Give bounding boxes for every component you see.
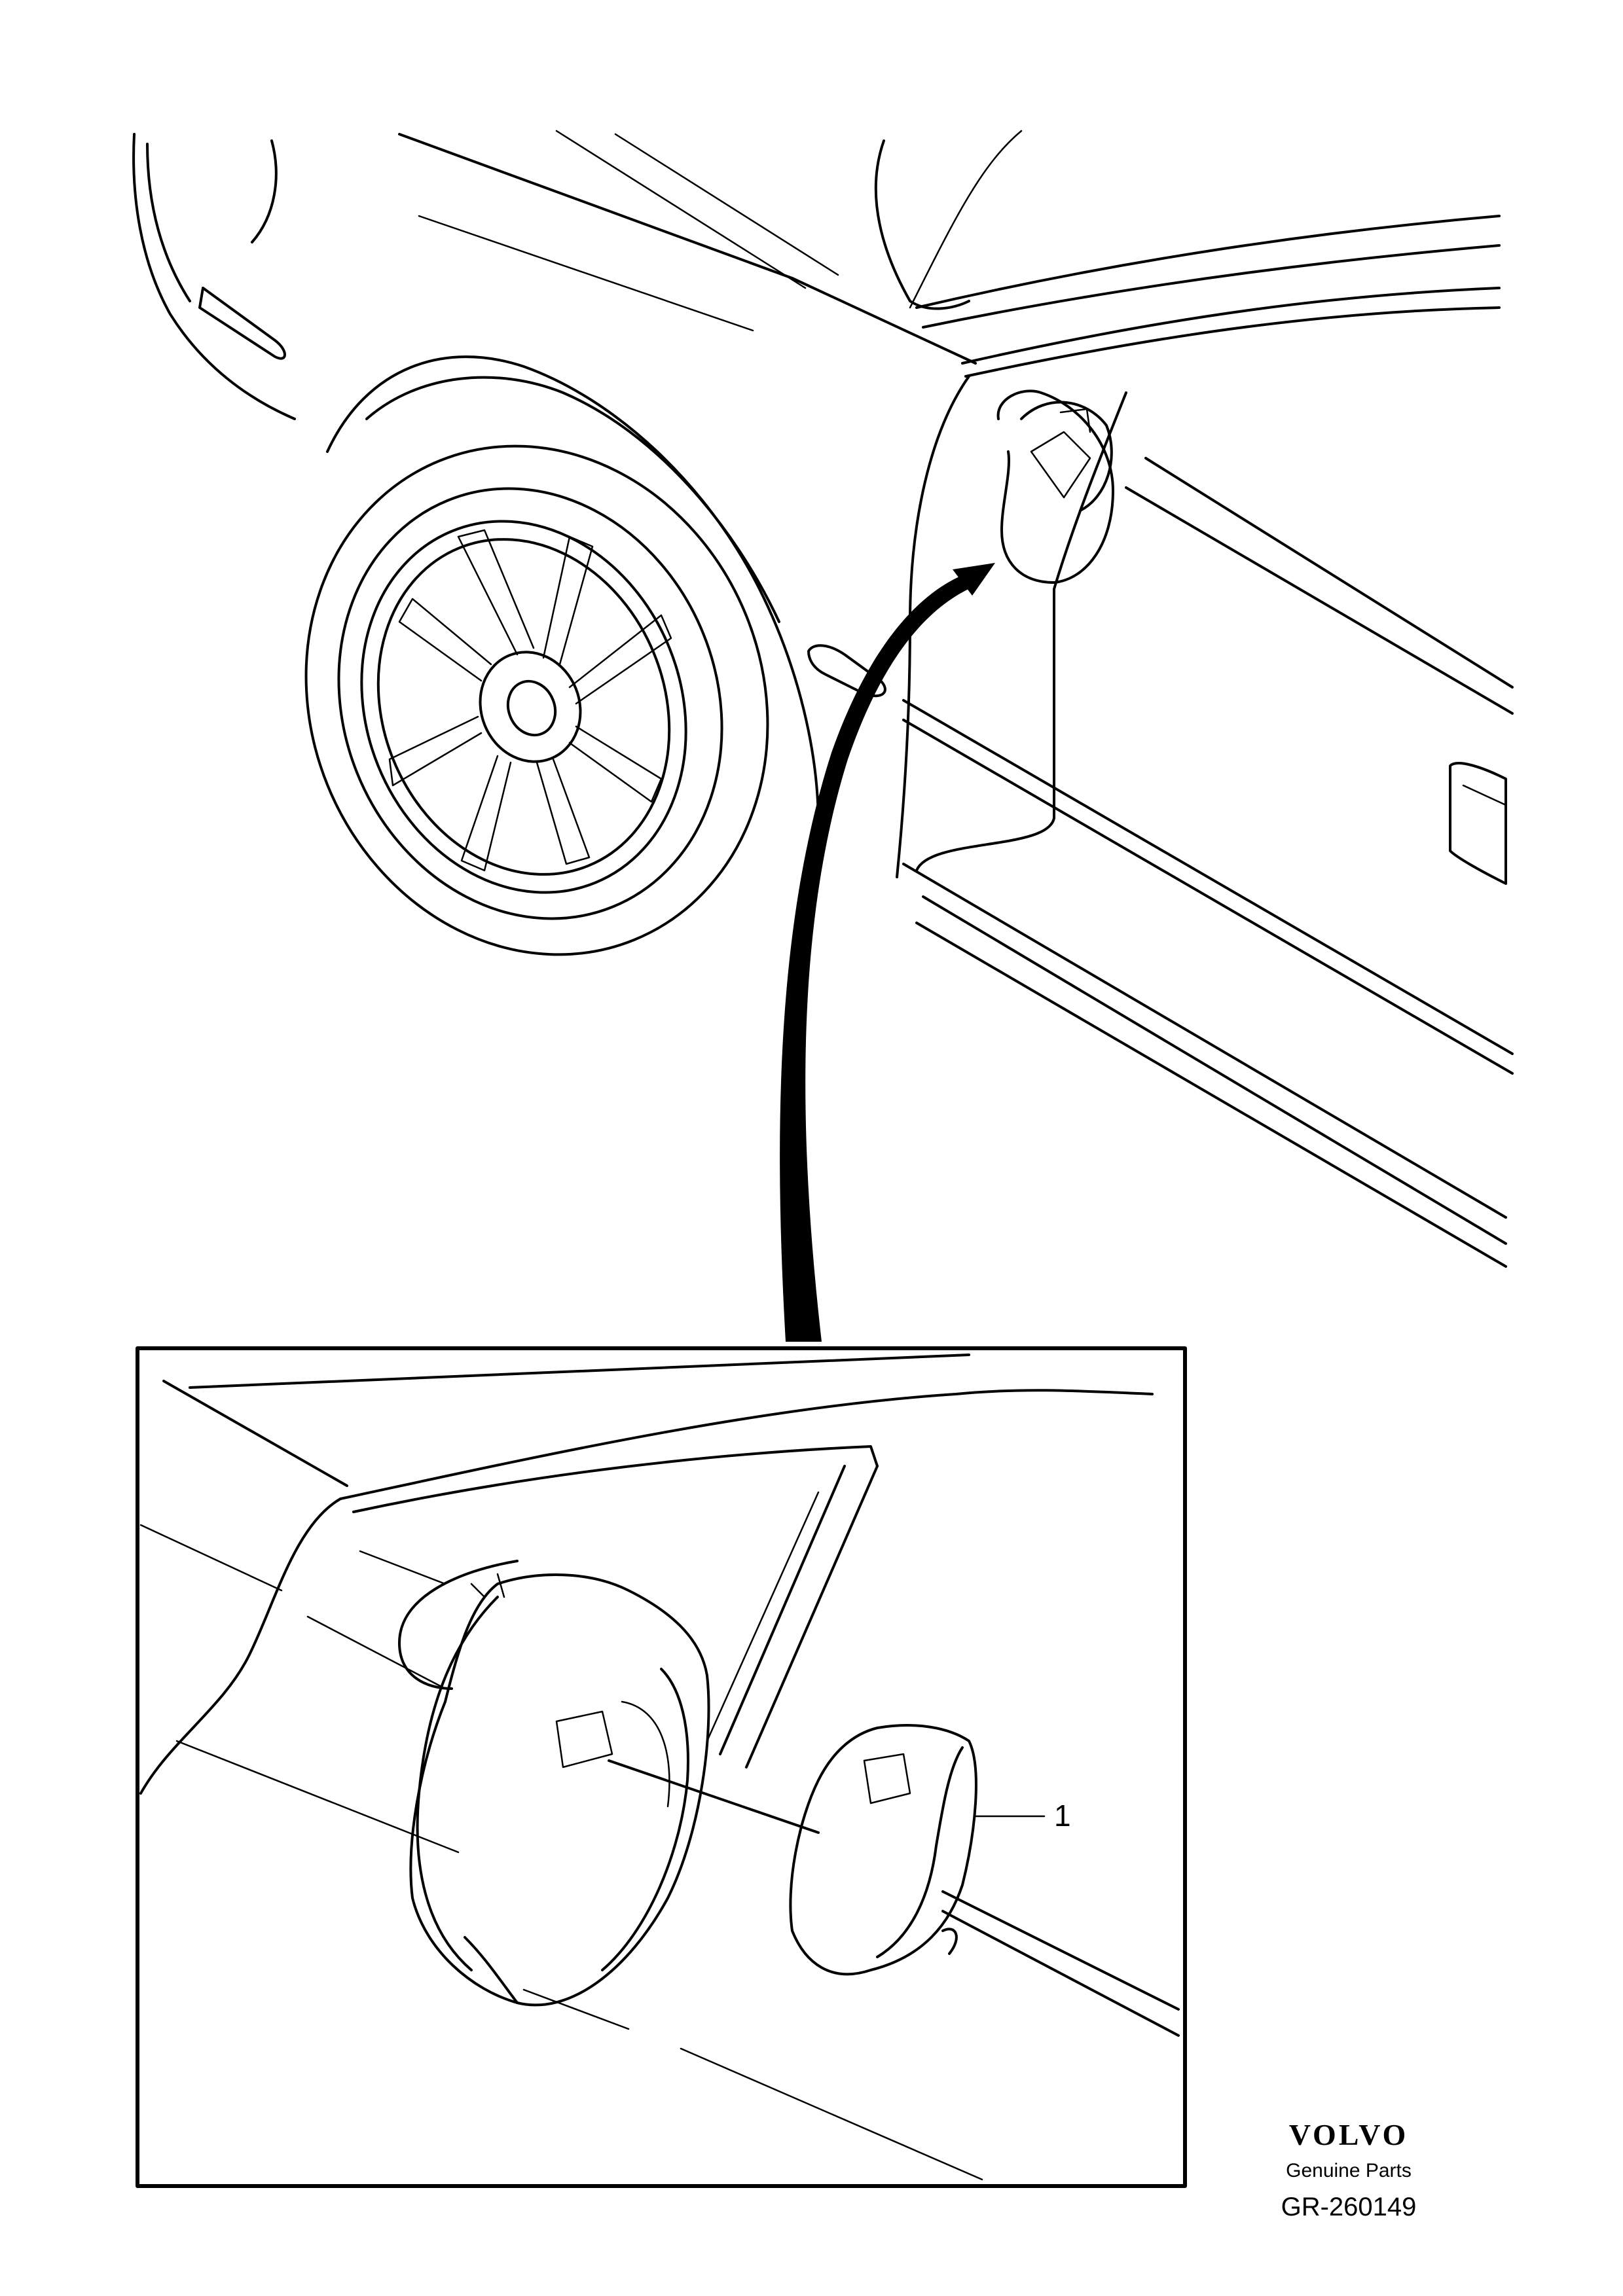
inset-belt-line-2 bbox=[352, 1445, 879, 1513]
inset-window-line bbox=[162, 1380, 348, 1487]
inset-sill-line bbox=[680, 2047, 983, 2181]
wheel-arch-inner bbox=[365, 376, 780, 623]
inset-sill-line-2 bbox=[522, 1988, 630, 2030]
door-mirror-small bbox=[996, 389, 1114, 584]
inset-fender-curve bbox=[139, 1498, 342, 1795]
door-crease bbox=[902, 699, 1514, 1055]
inset-frame bbox=[136, 1346, 1187, 2188]
volvo-wordmark-icon: VOLVO bbox=[1288, 2118, 1409, 2151]
hood-crease bbox=[555, 130, 807, 289]
inset-door-line-2 bbox=[941, 1910, 1180, 2037]
wheel-hub bbox=[479, 651, 582, 763]
door-front-edge bbox=[915, 391, 1127, 872]
door-body-line-2 bbox=[1125, 486, 1514, 715]
belt-line-lower bbox=[964, 306, 1501, 378]
windshield-edge bbox=[909, 130, 1023, 309]
inset-pillar-3 bbox=[706, 1491, 820, 1742]
tyre-inner bbox=[337, 487, 723, 920]
bumper-edge bbox=[146, 143, 191, 302]
rim-inner bbox=[376, 538, 671, 876]
inset-crease-3 bbox=[175, 1740, 460, 1854]
detail-inset: 1 bbox=[136, 1346, 1187, 2188]
mirror-base-mark bbox=[470, 1573, 505, 1598]
rim-spokes bbox=[388, 529, 672, 872]
hub-cap bbox=[506, 679, 557, 737]
inset-pillar bbox=[719, 1465, 846, 1755]
alignment-line bbox=[608, 1759, 820, 1834]
window-sill bbox=[922, 244, 1501, 329]
inset-belt-line bbox=[339, 1389, 1154, 1500]
tagline: Genuine Parts bbox=[1286, 2160, 1412, 2181]
rim-outer bbox=[360, 520, 687, 894]
sill-upper bbox=[902, 863, 1507, 1219]
inset-crease-1 bbox=[139, 1524, 283, 1592]
detail-arrow bbox=[780, 563, 995, 1342]
door-handle-inner bbox=[1462, 784, 1507, 806]
inset-crease-4 bbox=[359, 1550, 447, 1585]
inset-pillar-2 bbox=[745, 1465, 879, 1768]
arrow-head bbox=[953, 563, 995, 596]
sill-lower bbox=[922, 895, 1507, 1245]
belt-line bbox=[961, 287, 1501, 365]
mirror-base bbox=[398, 1560, 519, 1690]
front-bumper bbox=[132, 133, 296, 420]
door-body-line bbox=[1144, 457, 1514, 689]
door-handle bbox=[1449, 762, 1507, 885]
a-pillar bbox=[874, 139, 970, 310]
inset-door-line bbox=[941, 1890, 1180, 2011]
door-crease-2 bbox=[902, 719, 1514, 1075]
hood-line-upper bbox=[398, 133, 977, 365]
hood-crease-2 bbox=[614, 133, 839, 276]
mirror-housing bbox=[409, 1573, 710, 2007]
inset-roof-line bbox=[189, 1354, 970, 1389]
car-front-overview bbox=[132, 130, 1514, 1268]
sill-bottom bbox=[915, 922, 1507, 1268]
side-marker-fender bbox=[807, 644, 886, 698]
arrow-shaft bbox=[780, 573, 976, 1342]
wheel-arch bbox=[326, 355, 820, 826]
hood-line-mid bbox=[418, 215, 754, 332]
mirror-glass bbox=[789, 1724, 977, 1976]
side-marker-front bbox=[198, 287, 286, 360]
callout-label-1: 1 bbox=[1054, 1799, 1071, 1833]
inset-crease-2 bbox=[306, 1615, 447, 1690]
roof-line bbox=[915, 215, 1501, 309]
headlight-edge bbox=[251, 139, 278, 243]
tyre-outer bbox=[304, 444, 769, 956]
figure-code: GR-260149 bbox=[1281, 2193, 1417, 2221]
